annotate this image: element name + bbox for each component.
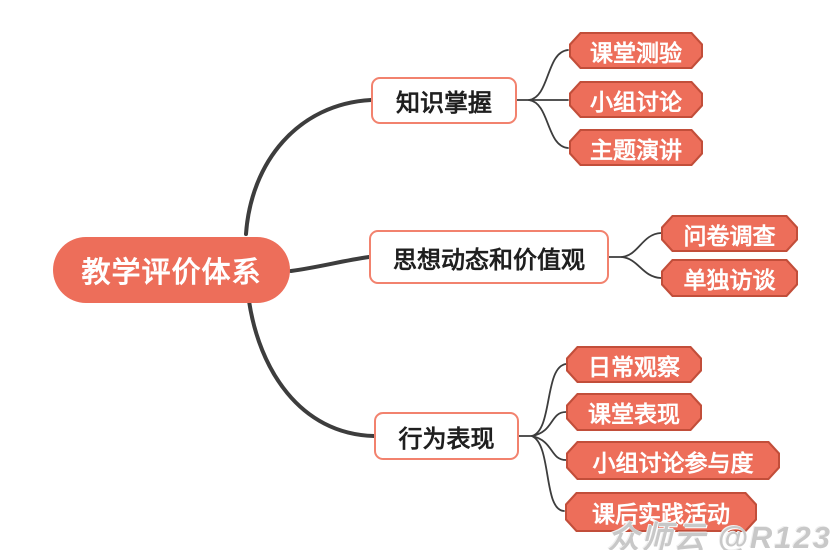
leaf-node-individual-interview[interactable]: 单独访谈 <box>661 259 798 297</box>
leaf-node-topic-speech[interactable]: 主题演讲 <box>569 129 703 166</box>
leaf-node-classroom-performance[interactable]: 课堂表现 <box>566 393 702 431</box>
leaf-node-daily-observation[interactable]: 日常观察 <box>566 346 702 383</box>
branch-node-label: 思想动态和价值观 <box>393 246 585 274</box>
connector-behavior-child4 <box>531 435 565 512</box>
connector-behavior-child2 <box>531 411 567 437</box>
connector-knowledge-child3 <box>528 99 569 149</box>
branch-node-behavior[interactable]: 行为表现 <box>374 412 519 460</box>
branch-node-knowledge[interactable]: 知识掌握 <box>371 77 517 124</box>
root-node[interactable]: 教学评价体系 <box>53 237 290 303</box>
connector-behavior-child1 <box>531 363 567 437</box>
leaf-node-classroom-quiz[interactable]: 课堂测验 <box>569 32 703 69</box>
connector-knowledge-child1 <box>528 49 569 101</box>
leaf-node-label: 问卷调查 <box>683 222 776 249</box>
branch-node-label: 知识掌握 <box>396 90 492 117</box>
root-node-label: 教学评价体系 <box>81 257 262 289</box>
leaf-node-after-class-practice[interactable]: 课后实践活动 <box>565 492 757 532</box>
leaf-node-label: 课堂表现 <box>588 401 680 427</box>
leaf-node-label: 小组讨论参与度 <box>592 449 754 476</box>
leaf-node-label: 单独访谈 <box>683 267 776 293</box>
leaf-node-discussion-participation[interactable]: 小组讨论参与度 <box>566 441 780 480</box>
leaf-node-label: 课堂测验 <box>590 39 682 66</box>
connector-root-values <box>289 255 371 273</box>
branch-node-label: 行为表现 <box>398 425 495 453</box>
leaf-node-label: 课后实践活动 <box>592 501 730 527</box>
leaf-node-group-discussion[interactable]: 小组讨论 <box>569 81 703 118</box>
leaf-node-questionnaire[interactable]: 问卷调查 <box>661 215 798 252</box>
connector-values-child1 <box>621 232 662 258</box>
leaf-node-label: 主题演讲 <box>590 136 682 163</box>
leaf-node-label: 日常观察 <box>588 353 680 380</box>
connector-root-behavior <box>247 299 376 438</box>
connector-behavior-child3 <box>531 435 567 461</box>
branch-node-values[interactable]: 思想动态和价值观 <box>369 230 609 284</box>
watermark: 众师云 @R123 <box>608 520 832 550</box>
connector-values-child2 <box>621 256 662 279</box>
leaf-node-label: 小组讨论 <box>590 88 682 115</box>
connector-root-knowledge <box>244 98 373 236</box>
